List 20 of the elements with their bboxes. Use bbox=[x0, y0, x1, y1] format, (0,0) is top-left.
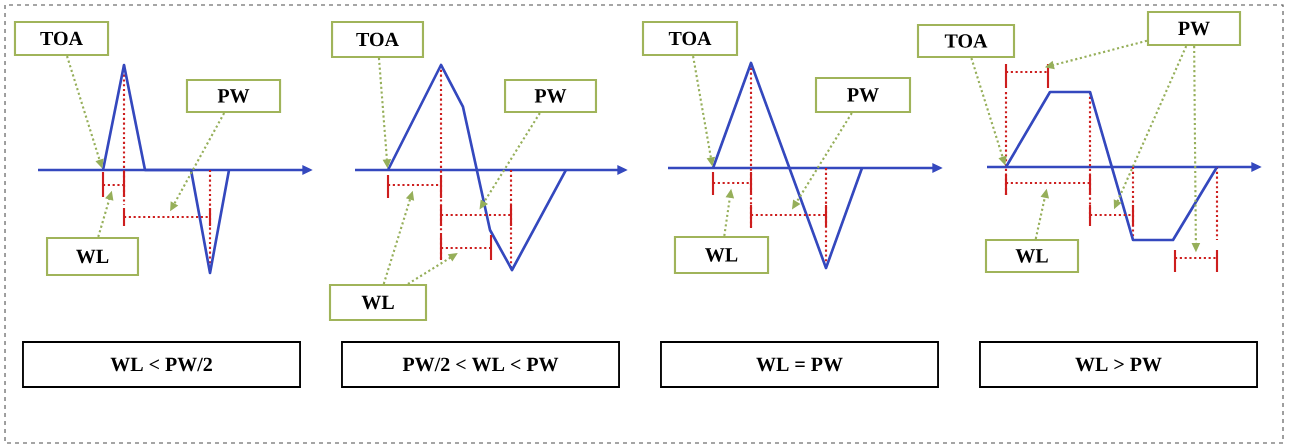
dimension-line bbox=[1004, 64, 1050, 88]
label-box: TOA bbox=[641, 20, 739, 57]
waveform bbox=[386, 63, 568, 272]
condition-box: PW/2 < WL < PW bbox=[341, 341, 620, 388]
label-box: WL bbox=[46, 236, 140, 277]
label-box: PW bbox=[503, 78, 598, 114]
condition-box: WL < PW/2 bbox=[22, 341, 301, 388]
label-box: TOA bbox=[13, 20, 110, 57]
label-box: PW bbox=[1146, 10, 1242, 47]
condition-box: WL = PW bbox=[660, 341, 939, 388]
label-box: TOA bbox=[916, 23, 1016, 59]
label-box: PW bbox=[814, 76, 912, 114]
label-box: WL bbox=[984, 238, 1080, 274]
waveform bbox=[1004, 90, 1219, 242]
label-box: TOA bbox=[330, 20, 425, 59]
condition-box: WL > PW bbox=[979, 341, 1258, 388]
label-box: PW bbox=[185, 78, 282, 114]
label-box: WL bbox=[673, 235, 770, 275]
label-box: WL bbox=[328, 283, 428, 322]
dimension-line bbox=[1173, 250, 1219, 272]
